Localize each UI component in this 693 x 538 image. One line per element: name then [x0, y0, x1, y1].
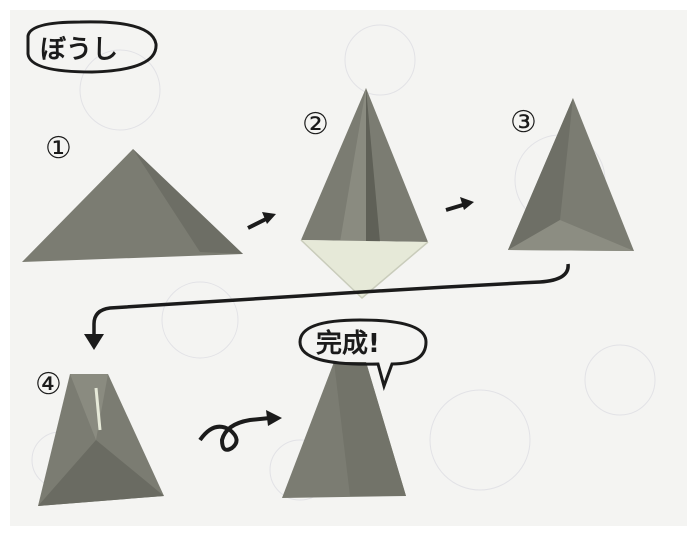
title-text: ぼうし [40, 35, 118, 65]
speech-bubble-icon: 完成! [298, 318, 428, 391]
arrow-right-icon [247, 212, 276, 230]
step-2-triangle [300, 88, 429, 300]
step-number-1: ① [45, 131, 72, 166]
connector-arrow [84, 263, 570, 350]
step-number-2: ② [302, 107, 329, 142]
step-3-triangle [508, 98, 634, 251]
step-1-triangle [22, 149, 243, 262]
step-number-4: ④ [35, 367, 62, 402]
arrow-right-icon-2 [445, 197, 474, 212]
title-bubble: ぼうし [26, 20, 158, 74]
done-label: 完成! [316, 328, 380, 359]
step-number-3: ③ [510, 105, 537, 140]
turn-over-icon [198, 410, 282, 452]
finished-hat [282, 362, 406, 498]
step-4-hat [38, 374, 164, 506]
